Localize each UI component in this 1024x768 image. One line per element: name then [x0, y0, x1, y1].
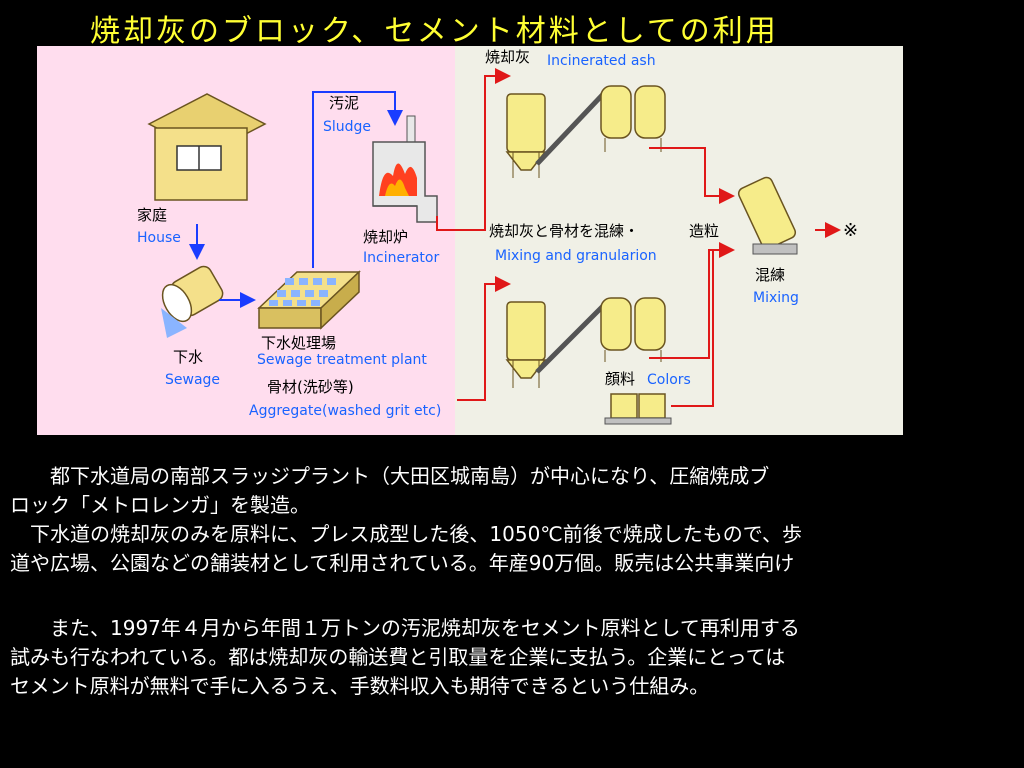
mixer-icon: [737, 176, 798, 255]
pigment-containers-icon: [604, 393, 672, 425]
house-label-jp: 家庭: [137, 206, 167, 224]
granulation-jp: 造粒: [689, 222, 719, 240]
colors-arrow: [671, 250, 714, 407]
note-mark: ※: [843, 220, 858, 241]
incinerator-label-en: Incinerator: [363, 250, 439, 266]
mixing-process-jp: 焼却灰と骨材を混練・: [489, 222, 639, 240]
conveyor-bottom: [535, 300, 609, 374]
mixing-process-en: Mixing and granularion: [495, 248, 657, 264]
mixing-label-en: Mixing: [753, 290, 799, 306]
storage-silos-bottom-icon: [600, 297, 666, 362]
ash-arrow: [436, 68, 511, 231]
colors-label-jp: 顔料: [605, 370, 635, 388]
conveyor-top: [535, 88, 609, 166]
diagram-svg: 家庭 House 下水 Sewage 下水処理場 Sewage treatmen…: [37, 46, 858, 435]
text-line: ロック「メトロレンガ」を製造。: [10, 493, 310, 517]
paragraph-1: 都下水道局の南部スラッジプラント（大田区城南島）が中心になり、圧縮焼成ブ ロック…: [10, 462, 802, 578]
aggregate-label-jp: 骨材(洗砂等): [267, 378, 354, 396]
house-label-en: House: [137, 230, 181, 246]
ash-label-en: Incinerated ash: [547, 53, 656, 69]
sewage-label-en: Sewage: [165, 372, 220, 388]
text-line: 試みも行なわれている。都は焼却灰の輸送費と引取量を企業に支払う。企業にとっては: [10, 645, 786, 669]
text-line: 都下水道局の南部スラッジプラント（大田区城南島）が中心になり、圧縮焼成ブ: [10, 464, 770, 488]
storage-silos-top-icon: [600, 85, 666, 152]
incinerator-icon: [372, 115, 438, 223]
aggregate-silo-icon: [505, 301, 547, 388]
house-icon: [147, 93, 267, 201]
sludge-label-en: Sludge: [323, 119, 371, 135]
plant-label-en: Sewage treatment plant: [257, 352, 427, 368]
incinerator-label-jp: 焼却炉: [363, 228, 408, 246]
plant-label-jp: 下水処理場: [261, 334, 336, 352]
text-line: 道や広場、公園などの舗装材として利用されている。年産90万個。販売は公共事業向け: [10, 551, 795, 575]
text-line: セメント原料が無料で手に入るうえ、手数料収入も期待できるという仕組み。: [10, 674, 710, 698]
top-to-mixer-arrow: [649, 147, 735, 204]
paragraph-2: また、1997年４月から年間１万トンの汚泥焼却灰をセメント原料として再利用する …: [10, 614, 800, 701]
text-line: また、1997年４月から年間１万トンの汚泥焼却灰をセメント原料として再利用する: [10, 616, 800, 640]
colors-label-en: Colors: [647, 372, 691, 388]
page-title: 焼却灰のブロック、セメント材料としての利用: [90, 14, 779, 49]
pink-region: [37, 46, 455, 435]
process-diagram: 家庭 House 下水 Sewage 下水処理場 Sewage treatmen…: [37, 46, 903, 435]
sludge-arrow: [312, 91, 403, 268]
text-line: 下水道の焼却灰のみを原料に、プレス成型した後、1050℃前後で焼成したもので、歩: [10, 522, 802, 546]
aggregate-label-en: Aggregate(washed grit etc): [249, 403, 441, 419]
treatment-plant-icon: [257, 270, 361, 330]
sludge-label-jp: 汚泥: [329, 94, 359, 112]
sewage-pipe-icon: [161, 265, 224, 338]
aggregate-arrow: [457, 276, 511, 401]
ash-silo-icon: [505, 93, 547, 178]
mixing-label-jp: 混練: [755, 266, 785, 284]
ash-label-jp: 焼却灰: [485, 48, 530, 66]
sewage-label-jp: 下水: [173, 348, 203, 366]
bottom-to-mixer-arrow: [649, 242, 735, 359]
